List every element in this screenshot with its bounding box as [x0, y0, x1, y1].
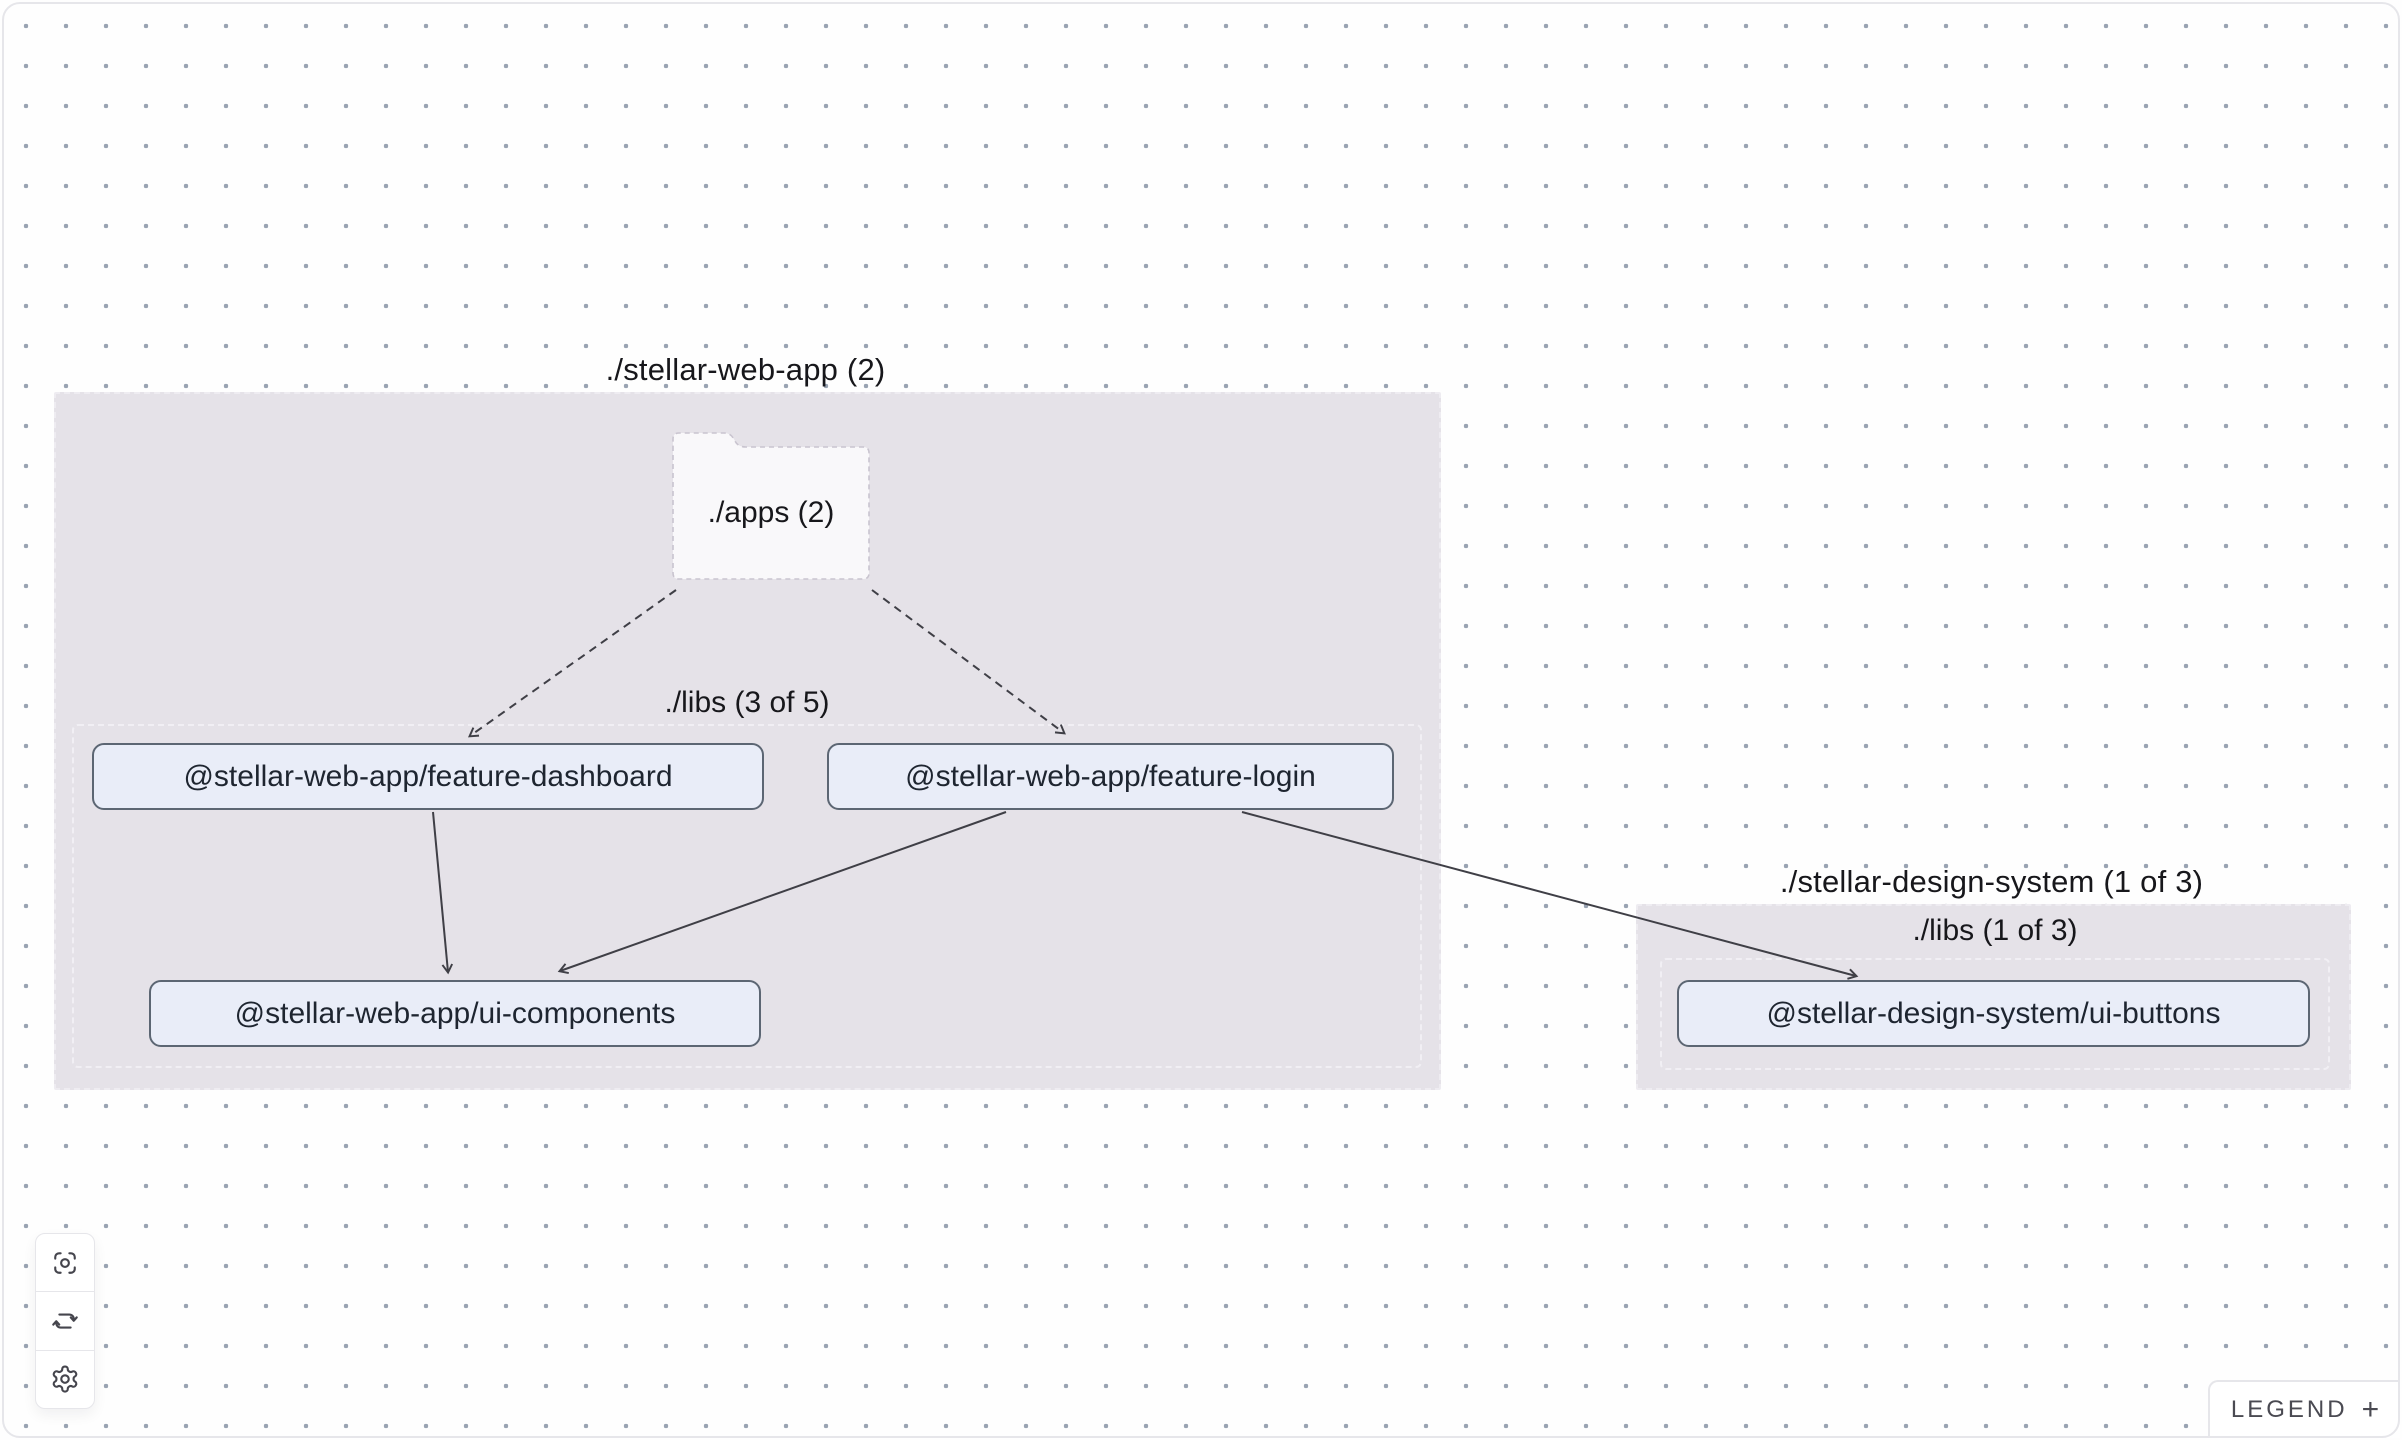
edge-apps-to-feature-dashboard [468, 589, 677, 738]
project-node-feature-dashboard[interactable]: @stellar-web-app/feature-dashboard [92, 743, 764, 810]
settings-button[interactable] [36, 1349, 94, 1408]
center-graph-button[interactable] [36, 1234, 94, 1291]
project-node-feature-login[interactable]: @stellar-web-app/feature-login [827, 743, 1394, 810]
folder-node-apps[interactable] [664, 426, 878, 586]
settings-icon [52, 1365, 78, 1393]
libs-container-stellar-design-system [1660, 958, 2330, 1070]
edge-feature-dashboard-to-ui-components [432, 811, 454, 975]
libs-container-stellar-web-app [72, 724, 1422, 1068]
refresh-icon [52, 1313, 78, 1329]
focus-icon [54, 1251, 76, 1274]
folder-shape [672, 432, 870, 580]
group-title-stellar-design-system: ./stellar-design-system (1 of 3) [1779, 864, 2204, 899]
legend-toggle-button[interactable]: LEGEND + [2208, 1380, 2400, 1438]
edge-feature-login-to-ui-components [557, 811, 1007, 975]
libs-label-stellar-design-system: ./libs (1 of 3) [1912, 914, 2078, 947]
folder-label-apps: ./apps (2) [707, 496, 835, 529]
group-title-stellar-web-app: ./stellar-web-app (2) [605, 352, 886, 387]
edge-feature-login-to-ui-buttons [1241, 811, 1859, 980]
edge-apps-to-feature-login [871, 589, 1066, 735]
legend-label: LEGEND [2230, 1396, 2348, 1423]
libs-label-stellar-web-app: ./libs (3 of 5) [664, 686, 830, 719]
project-node-ui-components[interactable]: @stellar-web-app/ui-components [149, 980, 761, 1047]
plus-icon: + [2361, 1393, 2380, 1426]
graph-controls-toolbar [35, 1233, 95, 1409]
refresh-graph-button[interactable] [36, 1291, 94, 1349]
project-node-ui-buttons[interactable]: @stellar-design-system/ui-buttons [1677, 980, 2310, 1047]
